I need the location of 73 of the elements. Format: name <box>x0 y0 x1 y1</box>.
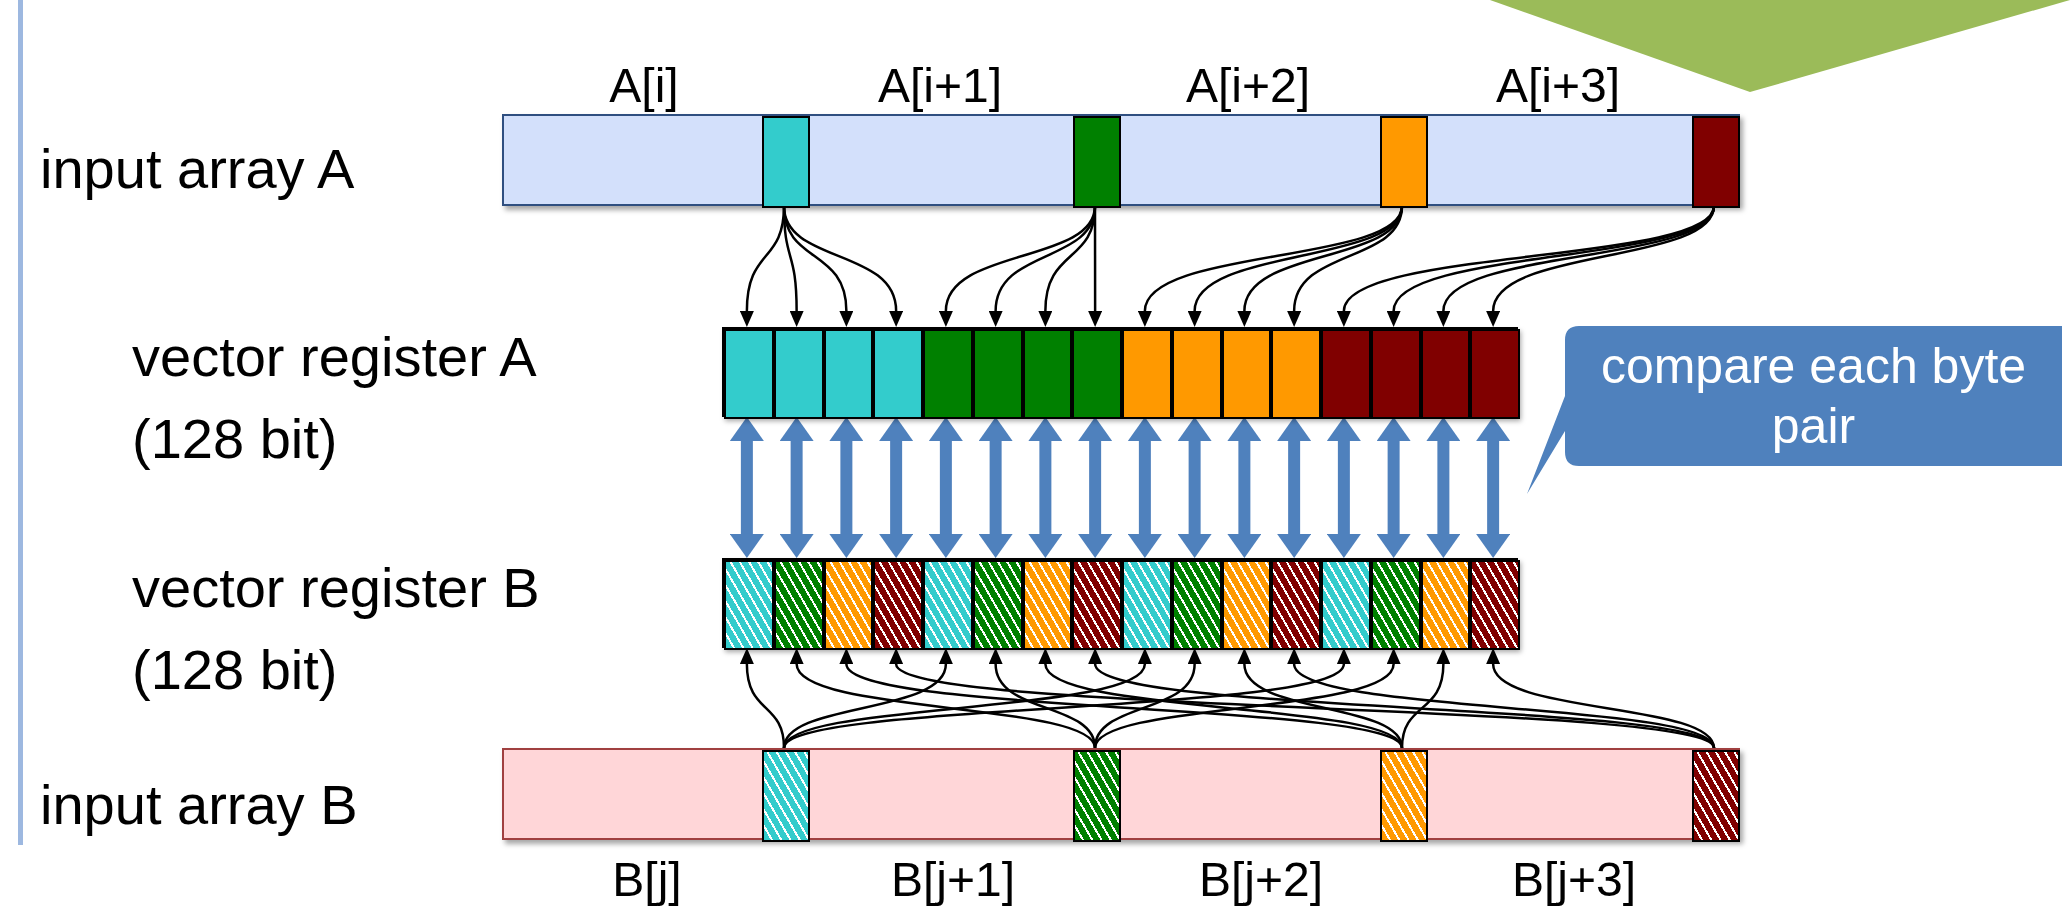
array-bar <box>502 748 1740 840</box>
element-label: B[j+3] <box>1510 852 1638 908</box>
byte-cell <box>1221 560 1272 650</box>
byte-cell <box>1271 560 1321 650</box>
byte-cell <box>1022 329 1073 419</box>
byte-cell <box>773 560 824 650</box>
double-arrow <box>928 417 963 558</box>
element-label: A[i+1] <box>876 58 1004 114</box>
byte-cell <box>1221 329 1272 419</box>
byte-cell <box>1073 116 1121 208</box>
byte-cell <box>1321 329 1371 419</box>
byte-cell <box>823 329 874 419</box>
byte-cell <box>1171 329 1222 419</box>
byte-cell <box>1370 329 1421 419</box>
double-arrow <box>978 417 1013 558</box>
element-label: A[i] <box>608 58 680 114</box>
byte-cell <box>1370 560 1421 650</box>
byte-cell <box>1692 750 1740 842</box>
double-arrow <box>1028 417 1063 558</box>
byte-cell <box>1171 560 1222 650</box>
double-arrow <box>1227 417 1262 558</box>
byte-cell <box>724 329 774 419</box>
byte-cell <box>1271 329 1321 419</box>
double-arrow <box>879 417 914 558</box>
byte-cell <box>823 560 874 650</box>
double-arrow <box>1177 417 1212 558</box>
byte-cell <box>1380 116 1428 208</box>
register-bar <box>722 327 1518 417</box>
double-arrow <box>1078 417 1113 558</box>
arrow <box>1088 206 1103 327</box>
element-label: B[j] <box>611 852 683 908</box>
register-bar <box>722 558 1518 648</box>
double-arrow <box>1426 417 1461 558</box>
array-bar <box>502 114 1740 206</box>
row-label: vector register A (128 bit) <box>132 324 536 472</box>
row-label: input array B <box>40 772 359 838</box>
byte-cell <box>773 329 824 419</box>
element-label: A[i+2] <box>1184 58 1312 114</box>
byte-cell <box>1470 560 1520 650</box>
byte-cell <box>1380 750 1428 842</box>
byte-cell <box>873 329 923 419</box>
byte-cell <box>1692 116 1740 208</box>
byte-cell <box>1072 560 1122 650</box>
element-label: A[i+3] <box>1494 58 1622 114</box>
byte-cell <box>724 560 774 650</box>
byte-cell <box>1420 560 1471 650</box>
element-label: B[j+2] <box>1197 852 1325 908</box>
element-label: B[j+1] <box>889 852 1017 908</box>
byte-cell <box>1122 560 1172 650</box>
double-arrow <box>829 417 864 558</box>
byte-cell <box>1122 329 1172 419</box>
byte-cell <box>1470 329 1520 419</box>
double-arrow <box>779 417 814 558</box>
byte-cell <box>1072 329 1122 419</box>
byte-cell <box>1022 560 1073 650</box>
byte-cell <box>1420 329 1471 419</box>
double-arrow <box>1476 417 1511 558</box>
double-arrow <box>1376 417 1411 558</box>
byte-cell <box>762 116 810 208</box>
double-arrow <box>1326 417 1361 558</box>
byte-cell <box>873 560 923 650</box>
row-label: vector register B (128 bit) <box>132 555 541 703</box>
byte-cell <box>762 750 810 842</box>
byte-cell <box>923 560 973 650</box>
row-label: input array A <box>40 136 356 202</box>
double-arrow <box>729 417 764 558</box>
double-arrow <box>1277 417 1312 558</box>
byte-cell <box>972 560 1023 650</box>
byte-cell <box>1073 750 1121 842</box>
byte-cell <box>1321 560 1371 650</box>
byte-cell <box>972 329 1023 419</box>
double-arrow <box>1127 417 1162 558</box>
byte-cell <box>923 329 973 419</box>
